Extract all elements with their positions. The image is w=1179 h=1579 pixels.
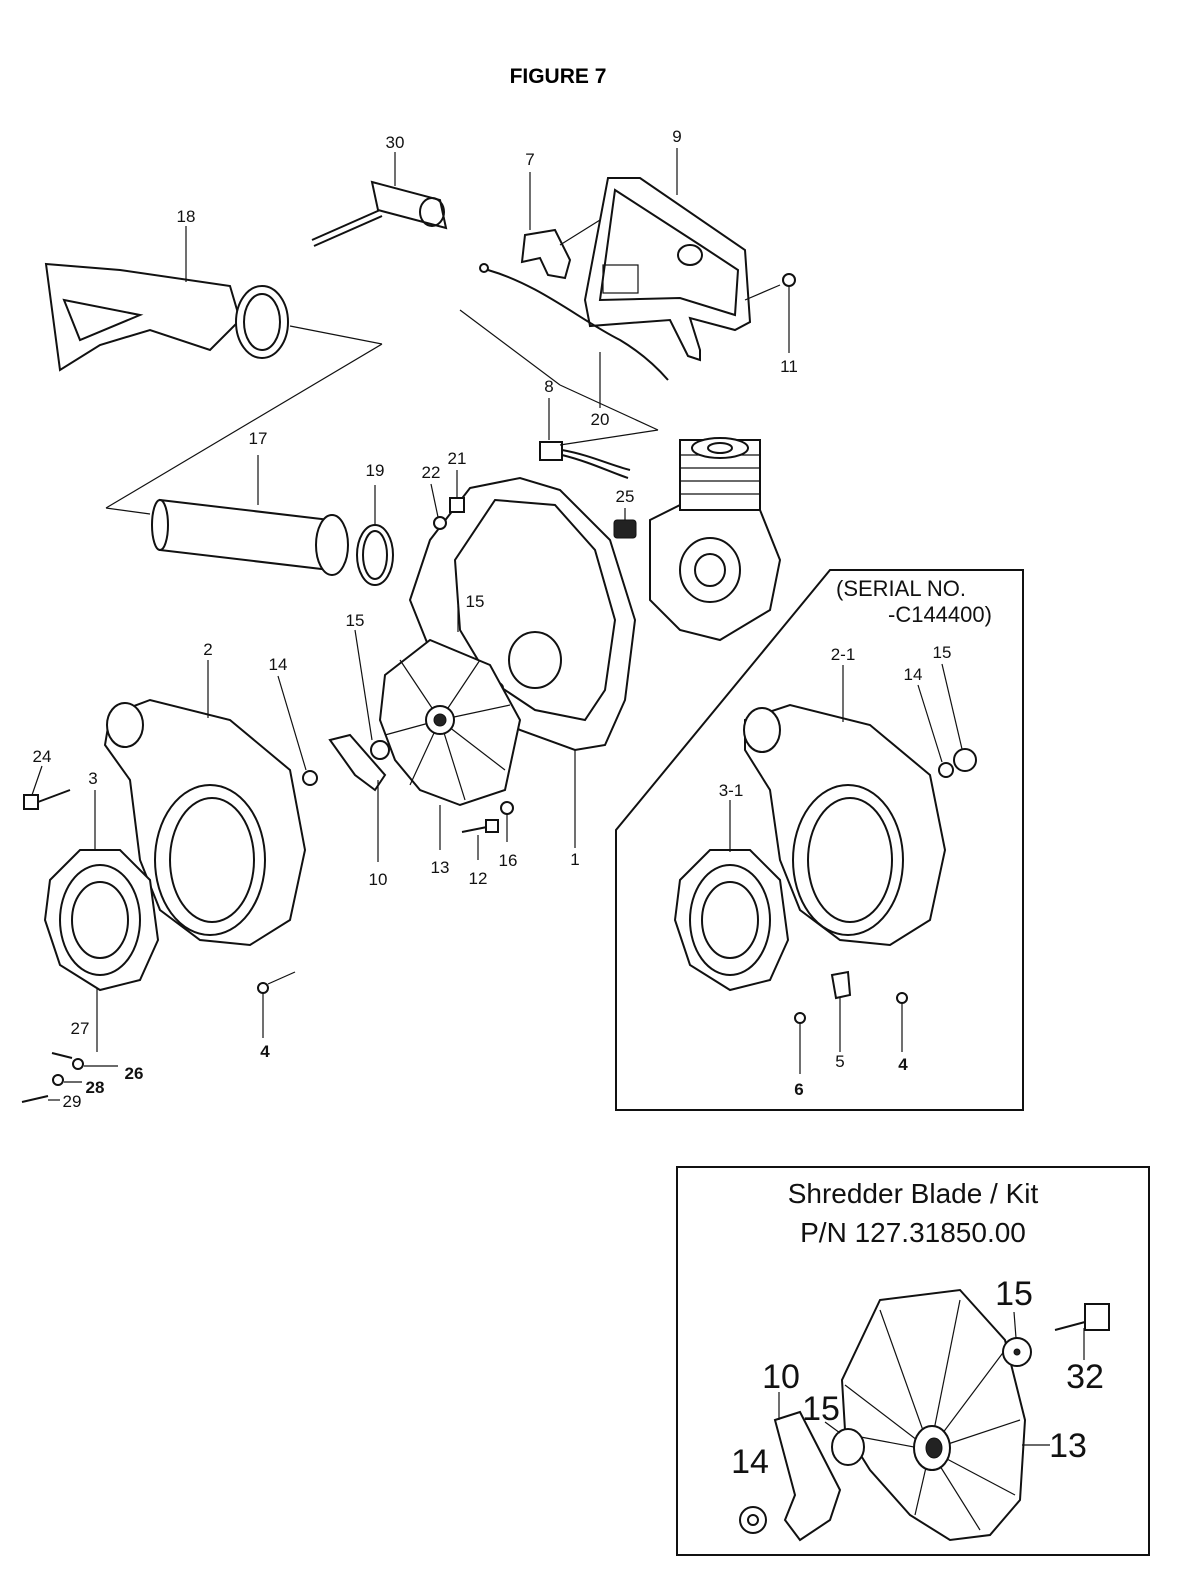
callout-21: 21 [448, 449, 467, 468]
callout-20: 20 [591, 410, 610, 429]
screw-part-24 [23, 765, 71, 810]
kit-callout-15-lower: 15 [802, 1390, 840, 1428]
nut-part-14 [277, 675, 318, 786]
kit-part-number: P/N 127.31850.00 [800, 1217, 1026, 1248]
t-wrench-part-30 [311, 152, 448, 247]
washer-part-15 [354, 606, 459, 760]
callout-30: 30 [386, 133, 405, 152]
callout-12: 12 [469, 869, 488, 888]
callout-15-housing: 15 [466, 592, 485, 611]
screw-part-22 [430, 483, 447, 530]
leader-line [105, 343, 383, 509]
washer-part-16 [500, 801, 514, 842]
callout-17: 17 [249, 429, 268, 448]
recoil-starter-part-3 [43, 790, 160, 1052]
screw-part-4 [257, 971, 296, 1038]
serial-callout-4: 4 [898, 1055, 908, 1074]
callout-9: 9 [672, 127, 681, 146]
serial-callout-15: 15 [933, 643, 952, 662]
serial-callout-6: 6 [794, 1080, 803, 1099]
screw-part-11 [782, 273, 796, 353]
callout-22: 22 [422, 463, 441, 482]
serial-callout-5: 5 [835, 1052, 844, 1071]
callout-14: 14 [269, 655, 288, 674]
shredder-blade-kit-box: Shredder Blade / Kit P/N 127.31850.00 [676, 1166, 1150, 1556]
callout-19: 19 [366, 461, 385, 480]
callout-16: 16 [499, 851, 518, 870]
stop-switch-part-8 [539, 398, 659, 479]
kit-callout-13: 13 [1049, 1427, 1087, 1465]
shredder-blade-part-10 [328, 733, 387, 862]
callout-4: 4 [260, 1042, 270, 1061]
kit-title: Shredder Blade / Kit [788, 1178, 1039, 1209]
callout-24: 24 [33, 747, 52, 766]
back-cover-part-9 [583, 148, 781, 362]
serial-callout-14: 14 [904, 665, 923, 684]
bolt-part-21 [449, 470, 465, 513]
pipe-part-17 [151, 455, 349, 576]
serial-callout-2-1: 2-1 [831, 645, 856, 664]
callout-25: 25 [616, 487, 635, 506]
bracket-part-7 [520, 172, 601, 280]
kit-callout-32: 32 [1066, 1358, 1104, 1396]
kit-callout-15-top: 15 [995, 1275, 1033, 1313]
kit-callout-14: 14 [731, 1443, 769, 1481]
callout-11: 11 [780, 357, 798, 376]
callout-7: 7 [525, 150, 534, 169]
callout-18: 18 [177, 207, 196, 226]
kit-callout-10: 10 [762, 1358, 800, 1396]
engine-assembly [649, 437, 782, 642]
callout-15-fan: 15 [346, 611, 365, 630]
small-hardware-parts-26-29 [21, 1052, 118, 1103]
callout-2: 2 [203, 640, 212, 659]
serial-callout-3-1: 3-1 [719, 781, 744, 800]
front-housing-part-2 [103, 660, 307, 947]
serial-number-inset: (SERIAL NO. -C144400) 2-1 14 15 3-1 5 6 … [615, 569, 1024, 1111]
callout-3: 3 [88, 769, 97, 788]
fan-part-13 [378, 638, 522, 850]
callout-29: 29 [63, 1092, 82, 1111]
figure-title: FIGURE 7 [510, 65, 607, 88]
throttle-cable-part-20 [459, 263, 669, 431]
serial-label-line1: (SERIAL NO. [836, 576, 966, 601]
callout-1: 1 [570, 850, 579, 869]
bolt-part-12 [461, 819, 499, 860]
clamp-part-19 [356, 485, 394, 586]
callout-10: 10 [369, 870, 388, 889]
serial-label-line2: -C144400) [888, 602, 992, 627]
nozzle-part-18 [44, 226, 383, 372]
callout-26: 26 [125, 1064, 144, 1083]
callout-28: 28 [86, 1078, 105, 1097]
callout-8: 8 [544, 377, 553, 396]
grommet-part-25 [613, 508, 637, 539]
leader-line [105, 507, 151, 515]
callout-13: 13 [431, 858, 450, 877]
callout-27: 27 [71, 1019, 90, 1038]
